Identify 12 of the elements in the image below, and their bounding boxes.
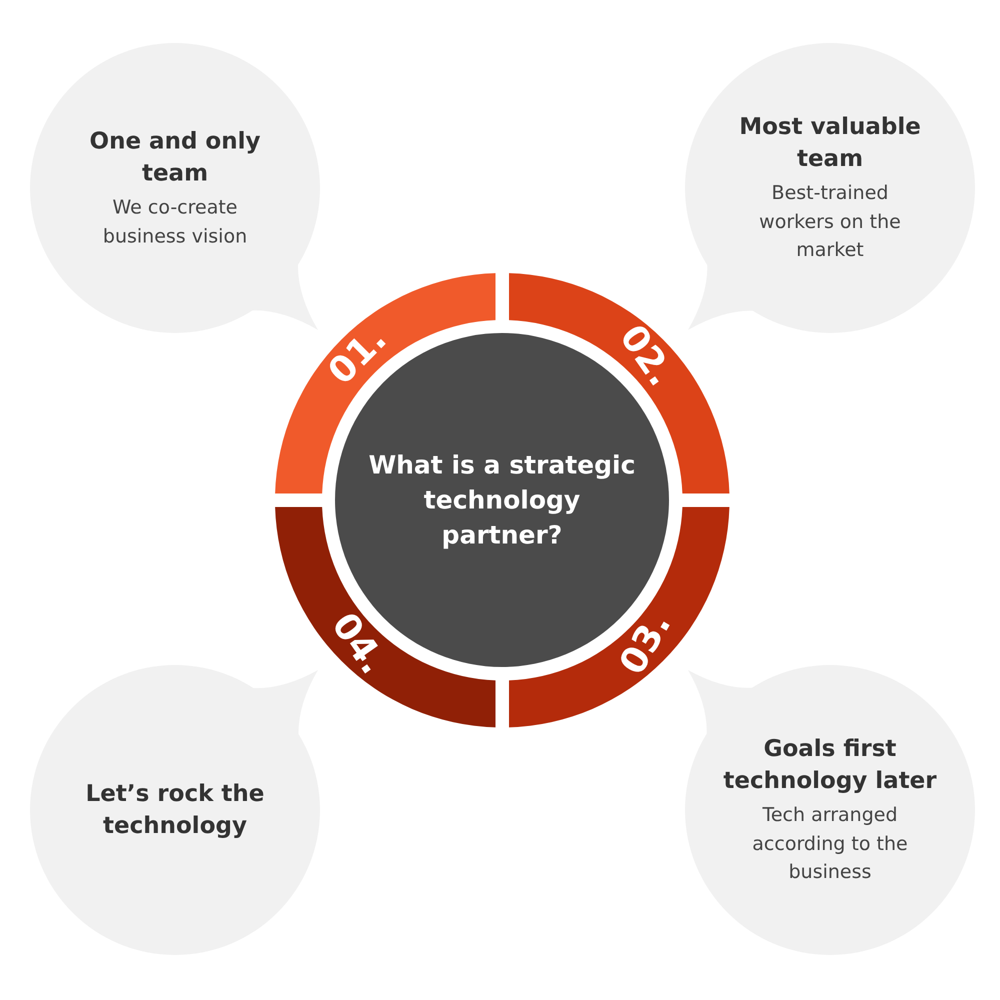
bubble-heading: One and only team [88,127,262,188]
step-number: 04. [325,607,392,680]
bubble-heading: Goals first technology later [722,735,938,796]
bubble-text: We co-create business vision [102,196,248,250]
step-number: 03. [614,607,678,680]
bubble-heading: Let’s rock the technology [84,780,266,841]
bubble-text: Tech arranged according to the business [751,803,909,886]
bubble-text: Best-trained workers on the market [758,181,902,264]
center-question: What is a strategic technology partner? [368,450,636,552]
bubble-heading: Most valuable team [738,113,922,174]
step-number: 01. [322,320,394,392]
step-number: 02. [612,320,679,393]
